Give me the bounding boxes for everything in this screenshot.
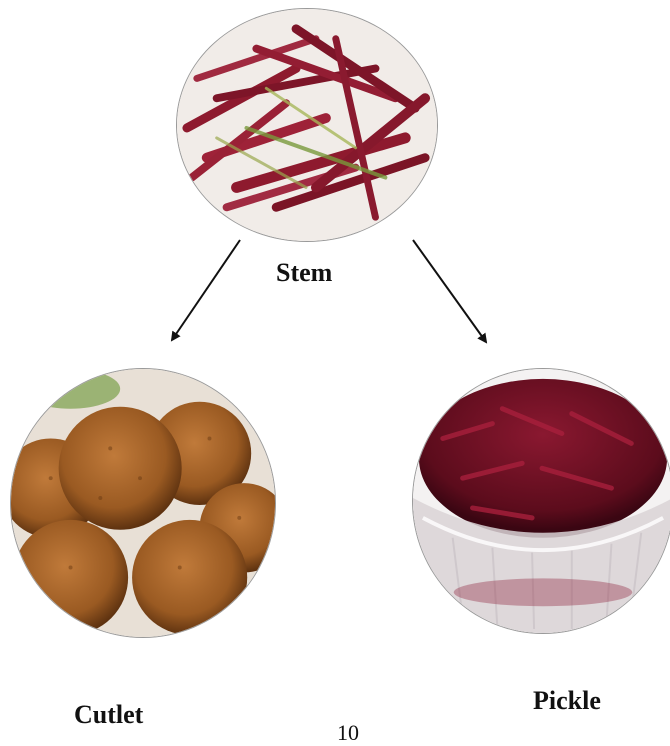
arrow-stem-to-pickle — [413, 240, 486, 342]
pickle-label: Pickle — [533, 686, 601, 716]
stem-photo — [176, 8, 438, 242]
pickle-photo — [412, 368, 670, 634]
arrow-stem-to-cutlet — [172, 240, 240, 340]
cutlet-label: Cutlet — [74, 700, 143, 730]
cutlet-photo — [10, 368, 276, 638]
page-number: 10 — [337, 720, 359, 746]
stem-label: Stem — [276, 258, 332, 288]
